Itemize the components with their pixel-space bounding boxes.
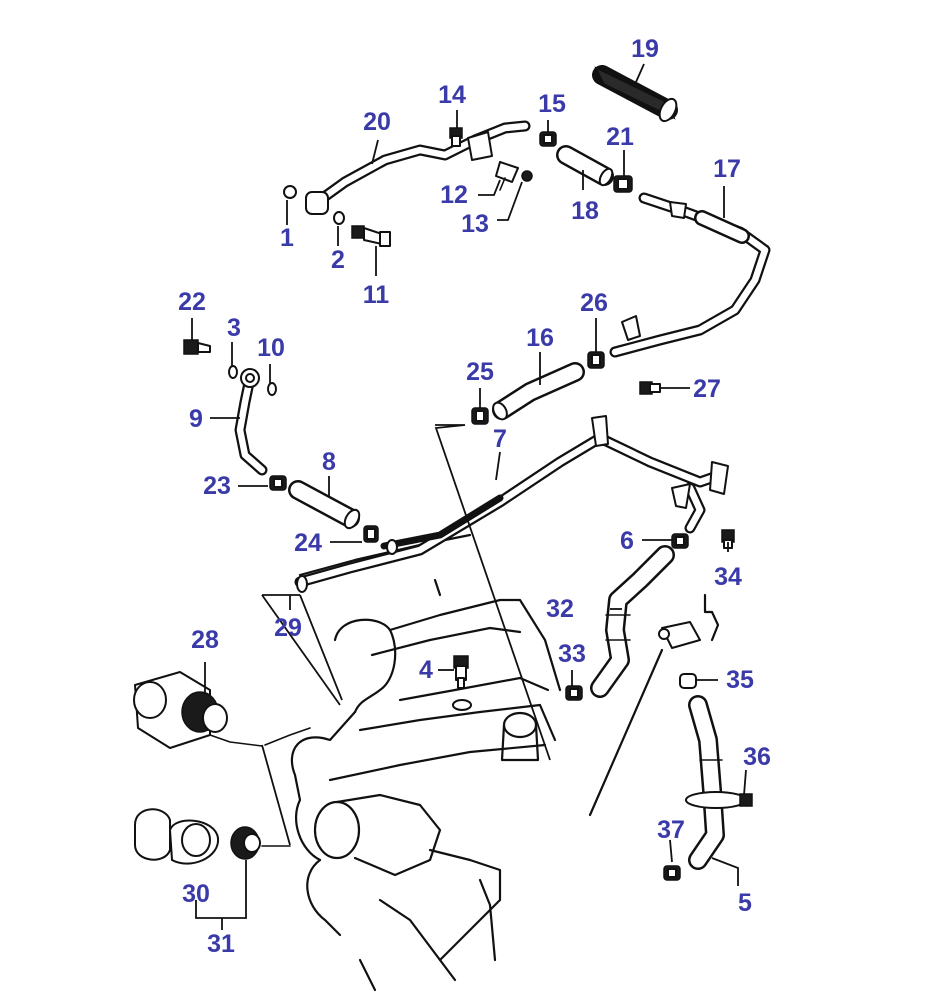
clamp-21: [613, 175, 633, 193]
callout-33: 33: [558, 640, 586, 668]
callout-8: 8: [322, 448, 336, 476]
thermostat-housing-28: [133, 671, 263, 749]
washer-3: [228, 365, 238, 379]
clamp-15: [539, 131, 557, 147]
callout-34: 34: [714, 563, 742, 591]
bolt-14: [449, 127, 463, 147]
callout-14: 14: [438, 81, 466, 109]
sensor-4: [453, 655, 469, 689]
callout-25: 25: [466, 358, 494, 386]
callout-2: 2: [331, 246, 345, 274]
callout-12: 12: [440, 181, 468, 209]
clamp-35: [679, 673, 697, 689]
callout-29: 29: [274, 614, 302, 642]
bolt-11: [351, 225, 391, 247]
bracket-12: [495, 161, 519, 191]
hose-8: [288, 480, 361, 530]
callout-30: 30: [182, 880, 210, 908]
clamp-25: [471, 407, 489, 425]
callout-4: 4: [419, 656, 433, 684]
callout-21: 21: [606, 123, 634, 151]
hose-5: [688, 695, 725, 870]
nut-13: [521, 170, 533, 182]
pipe-7: [294, 415, 729, 593]
callout-23: 23: [203, 472, 231, 500]
clamp-6: [671, 533, 689, 549]
pipe-20: [283, 120, 531, 225]
hose-32: [590, 545, 675, 698]
bolt-27: [639, 381, 661, 395]
callout-16: 16: [526, 324, 554, 352]
clamp-36: [685, 791, 753, 809]
callout-17: 17: [713, 155, 741, 183]
callout-6: 6: [620, 527, 634, 555]
callout-11: 11: [363, 281, 390, 309]
hose-19: [592, 65, 678, 123]
thermostat-housing-30: [134, 808, 291, 865]
callout-36: 36: [743, 743, 771, 771]
washer-10: [267, 382, 277, 396]
outlet-fitting: [588, 593, 720, 817]
clamp-26: [587, 351, 605, 369]
callout-24: 24: [294, 529, 322, 557]
callout-18: 18: [571, 197, 599, 225]
callout-19: 19: [631, 35, 659, 63]
callout-7: 7: [493, 425, 507, 453]
callout-37: 37: [657, 816, 685, 844]
callout-3: 3: [227, 314, 241, 342]
callout-10: 10: [257, 334, 285, 362]
pipe-17: [609, 192, 771, 358]
clamp-37: [663, 865, 681, 881]
leader-lines: [191, 63, 747, 930]
bolt-22: [183, 339, 211, 355]
clamp-23: [269, 475, 287, 491]
callout-5: 5: [738, 889, 752, 917]
callout-22: 22: [178, 288, 206, 316]
callout-labels: 1 2 3 4 5 6 7 8 9 10 11 12 13 14 15 16 1…: [178, 35, 771, 958]
hose-16: [492, 362, 585, 421]
callout-26: 26: [580, 289, 608, 317]
clamp-24: [363, 525, 379, 543]
callout-28: 28: [191, 626, 219, 654]
clamp-33: [565, 685, 583, 701]
hose-18: [556, 145, 614, 187]
engine-block-drawing: [264, 533, 562, 992]
callout-13: 13: [461, 210, 489, 238]
pipe-9: [234, 368, 268, 476]
callout-27: 27: [693, 375, 721, 403]
callout-35: 35: [726, 666, 754, 694]
callout-1: 1: [280, 224, 294, 252]
callout-20: 20: [363, 108, 391, 136]
callout-9: 9: [189, 405, 203, 433]
callout-15: 15: [538, 90, 566, 118]
callout-32: 32: [546, 595, 574, 623]
callout-31: 31: [207, 930, 235, 958]
